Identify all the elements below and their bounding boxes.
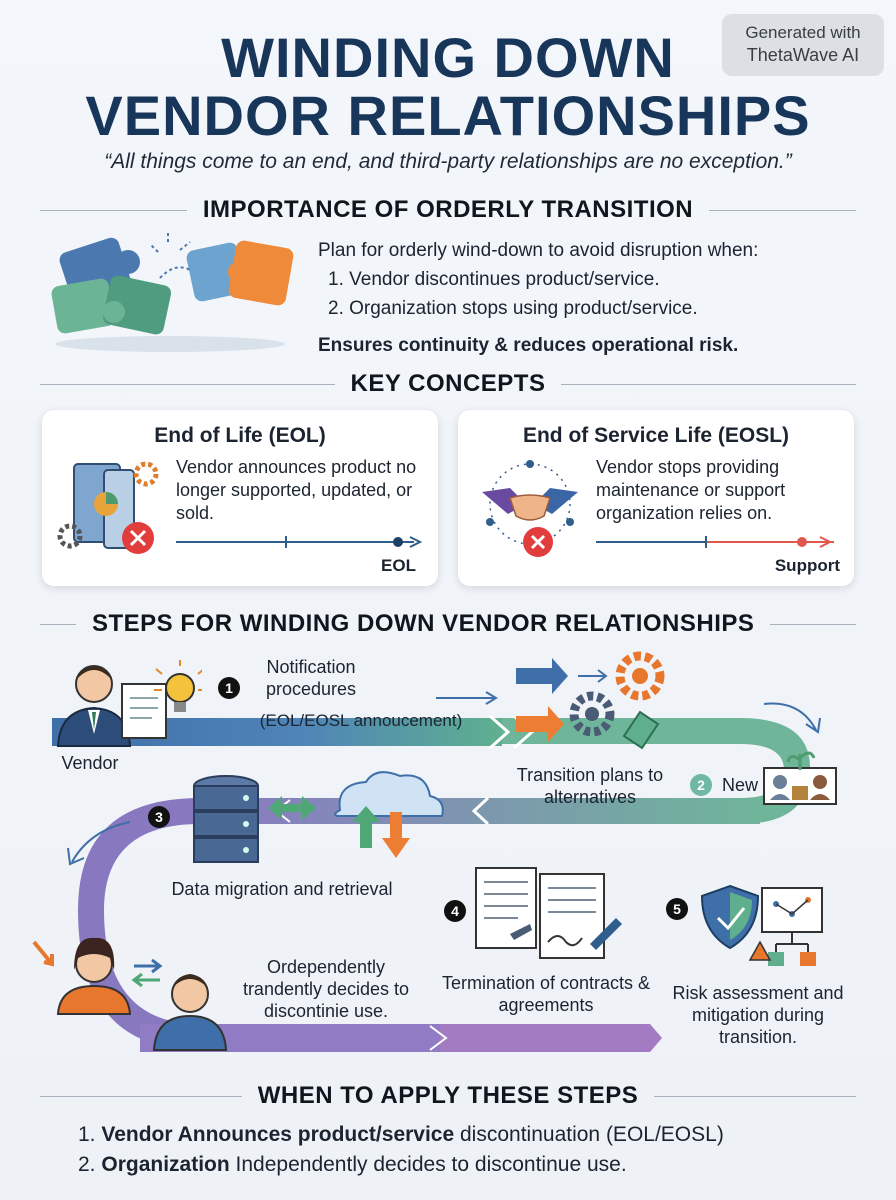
puzzle-icon — [51, 232, 294, 352]
page-title-line2: VENDOR RELATIONSHIPS — [85, 84, 811, 147]
eosl-timeline — [596, 536, 834, 548]
step-1-subtitle: (EOL/EOSL annoucement) — [259, 711, 463, 730]
eol-card: End of Life (EOL) Vendor announces produ… — [42, 410, 438, 586]
badge-line2: ThetaWave AI — [746, 45, 860, 65]
apply-heading: WHEN TO APPLY THESE STEPS — [40, 1082, 856, 1110]
step-4-text: Termination of contracts & agreements — [441, 973, 651, 1015]
step-5-text: Risk assessment and mitigation during tr… — [672, 983, 844, 1047]
eosl-label: Support — [774, 556, 840, 575]
step-3-text: Data migration and retrieval — [171, 879, 393, 899]
eol-timeline — [176, 536, 423, 548]
eosl-card: End of Service Life (EOSL) Vendor stops … — [458, 410, 854, 586]
data-migration-icon — [193, 771, 444, 863]
eosl-desc: Vendor stops providing maintenance or su… — [596, 457, 786, 523]
contract-icon — [475, 867, 622, 959]
eosl-title: End of Service Life (EOSL) — [522, 424, 790, 447]
importance-heading: IMPORTANCE OF ORDERLY TRANSITION — [40, 196, 856, 224]
new-label: New — [721, 775, 758, 795]
step-2-number: 2 — [690, 774, 712, 796]
server-error-icon — [57, 461, 159, 554]
apply-item-1: 1. Vendor Announces product/service disc… — [78, 1123, 724, 1146]
importance-ensures: Ensures continuity & reduces operational… — [318, 335, 739, 356]
step-4-number: 4 — [444, 900, 466, 922]
step-1-title: Notification procedures — [265, 657, 357, 699]
step-3-number: 3 — [148, 806, 170, 828]
vendor-label: Vendor — [61, 753, 119, 773]
generated-badge: Generated with ThetaWave AI — [722, 14, 884, 76]
eol-label: EOL — [381, 556, 416, 575]
step-1-number: 1 — [218, 677, 240, 699]
concepts-heading: KEY CONCEPTS — [40, 370, 856, 398]
apply-item-2: 2. Organization Independently decides to… — [78, 1153, 627, 1176]
organization-text: Ordependently trandently decides to disc… — [242, 957, 410, 1021]
importance-text: Plan for orderly wind-down to avoid disr… — [318, 236, 878, 360]
page-title-line1: WINDING DOWN — [221, 26, 675, 89]
handshake-error-icon — [482, 460, 578, 557]
importance-item-1: 1. Vendor discontinues product/service. — [328, 269, 660, 290]
transition-gears-icon — [516, 651, 665, 750]
steps-heading: STEPS FOR WINDING DOWN VENDOR RELATIONSH… — [40, 610, 856, 638]
quote: “All things come to an end, and third-pa… — [104, 150, 792, 173]
step-2-text: Transition plans to alternatives — [516, 765, 664, 807]
risk-assessment-icon — [700, 884, 823, 966]
new-vendor-icon — [763, 751, 837, 805]
eol-title: End of Life (EOL) — [154, 424, 326, 447]
importance-intro: Plan for orderly wind-down to avoid disr… — [318, 240, 759, 261]
eol-desc: Vendor announces product no longer suppo… — [176, 457, 417, 523]
apply-list: 1. Vendor Announces product/service disc… — [78, 1120, 724, 1180]
step-5-number: 5 — [666, 898, 688, 920]
organization-icon — [32, 937, 228, 1051]
importance-item-2: 2. Organization stops using product/serv… — [328, 298, 698, 319]
vendor-icon — [56, 660, 202, 747]
badge-line1: Generated with — [745, 23, 861, 42]
